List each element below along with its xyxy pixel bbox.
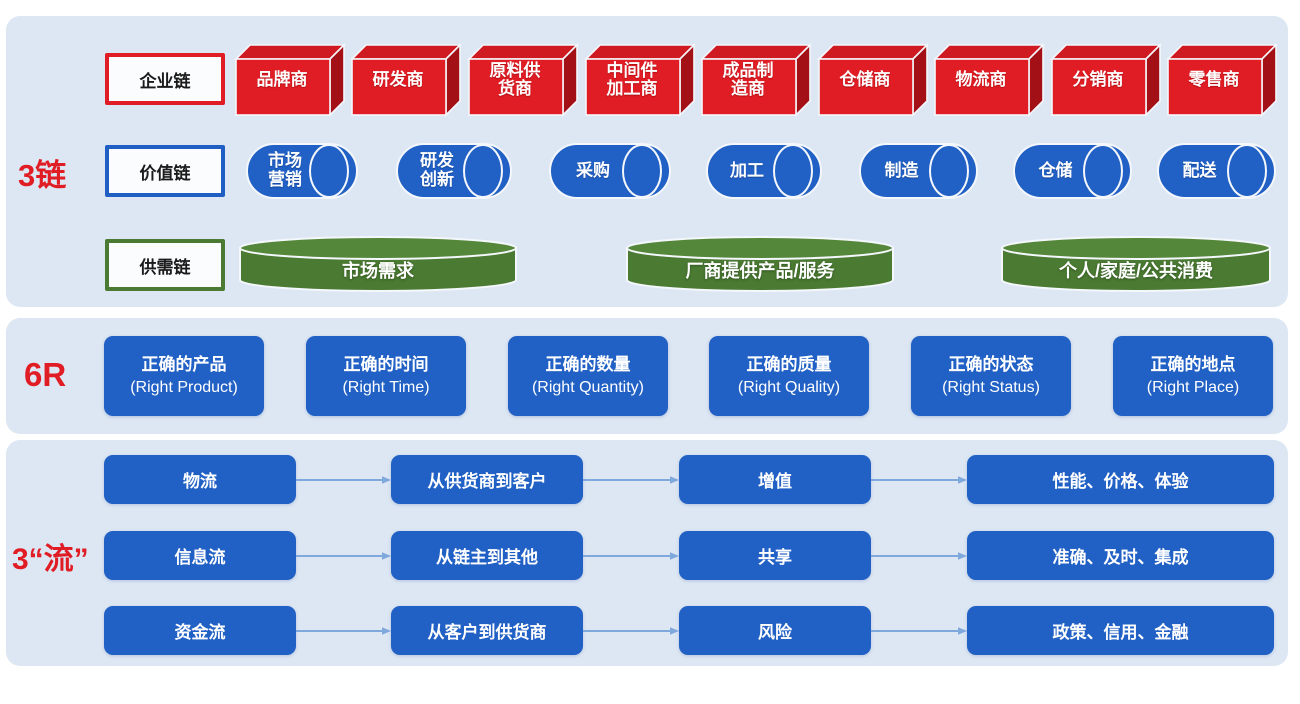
flow-box: 从链主到其他: [391, 531, 583, 580]
enterprise-chain-box: 成品制 造商: [700, 43, 812, 117]
flow-arrow-icon: [871, 626, 967, 636]
flow-box: 物流: [104, 455, 296, 504]
enterprise-chain-box: 分销商: [1050, 43, 1162, 117]
enterprise-chain-box: 品牌商: [234, 43, 346, 117]
six-r-card: 正确的地点 (Right Place): [1113, 336, 1273, 416]
six-r-card-subtitle: (Right Time): [342, 378, 430, 396]
value-chain-cylinder: 仓储: [1013, 143, 1132, 199]
six-r-card-title: 正确的质量: [746, 354, 832, 374]
value-chain-cylinder: 采购: [549, 143, 671, 199]
six-r-card-title: 正确的时间: [343, 354, 429, 374]
six-r-card-title: 正确的产品: [141, 354, 227, 374]
six-r-card-title: 正确的数量: [545, 354, 631, 374]
six-r-card-subtitle: (Right Place): [1146, 378, 1240, 396]
enterprise-chain-box: 中间件 加工商: [584, 43, 696, 117]
six-r-card-subtitle: (Right Product): [130, 378, 238, 396]
key-box-value-chain: 价值链: [105, 145, 225, 197]
enterprise-chain-box: 物流商: [933, 43, 1045, 117]
flow-arrow-icon: [583, 626, 679, 636]
enterprise-chain-box: 原料供 货商: [467, 43, 579, 117]
flow-arrow-icon: [296, 626, 391, 636]
six-r-card: 正确的时间 (Right Time): [306, 336, 466, 416]
flow-box: 信息流: [104, 531, 296, 580]
flow-arrow-icon: [583, 475, 679, 485]
flow-box: 风险: [679, 606, 871, 655]
six-r-card-subtitle: (Right Quality): [737, 378, 841, 396]
flow-box: 从客户到供货商: [391, 606, 583, 655]
key-box-enterprise-chain: 企业链: [105, 53, 225, 105]
flow-arrow-icon: [296, 475, 391, 485]
value-chain-cylinder: 制造: [859, 143, 978, 199]
six-r-card-subtitle: (Right Quantity): [531, 378, 645, 396]
flow-box: 政策、信用、金融: [967, 606, 1274, 655]
six-r-card: 正确的质量 (Right Quality): [709, 336, 869, 416]
six-r-card: 正确的产品 (Right Product): [104, 336, 264, 416]
six-r-card-title: 正确的地点: [1150, 354, 1236, 374]
flow-arrow-icon: [583, 551, 679, 561]
value-chain-cylinder: 研发 创新: [396, 143, 512, 199]
group-label-three-chains: 3链: [18, 158, 67, 193]
value-chain-cylinder: 配送: [1157, 143, 1276, 199]
six-r-card-subtitle: (Right Status): [942, 378, 1040, 396]
supply-demand-drum: 个人/家庭/公共消费: [1000, 235, 1272, 293]
key-box-supply-demand-chain: 供需链: [105, 239, 225, 291]
flow-arrow-icon: [871, 551, 967, 561]
supply-demand-drum: 市场需求: [238, 235, 518, 293]
flow-box: 资金流: [104, 606, 296, 655]
six-r-card: 正确的数量 (Right Quantity): [508, 336, 668, 416]
group-label-three-flows: 3“流”: [12, 543, 89, 576]
value-chain-cylinder: 市场 营销: [246, 143, 358, 199]
flow-arrow-icon: [871, 475, 967, 485]
flow-box: 性能、价格、体验: [967, 455, 1274, 504]
six-r-card: 正确的状态 (Right Status): [911, 336, 1071, 416]
flow-box: 从供货商到客户: [391, 455, 583, 504]
enterprise-chain-box: 研发商: [350, 43, 462, 117]
value-chain-cylinder: 加工: [706, 143, 822, 199]
enterprise-chain-box: 仓储商: [817, 43, 929, 117]
flow-box: 准确、及时、集成: [967, 531, 1274, 580]
supply-demand-drum: 厂商提供产品/服务: [625, 235, 895, 293]
flow-arrow-icon: [296, 551, 391, 561]
enterprise-chain-box: 零售商: [1166, 43, 1278, 117]
flow-box: 增值: [679, 455, 871, 504]
six-r-card-title: 正确的状态: [948, 354, 1034, 374]
group-label-six-r: 6R: [24, 356, 67, 393]
flow-box: 共享: [679, 531, 871, 580]
